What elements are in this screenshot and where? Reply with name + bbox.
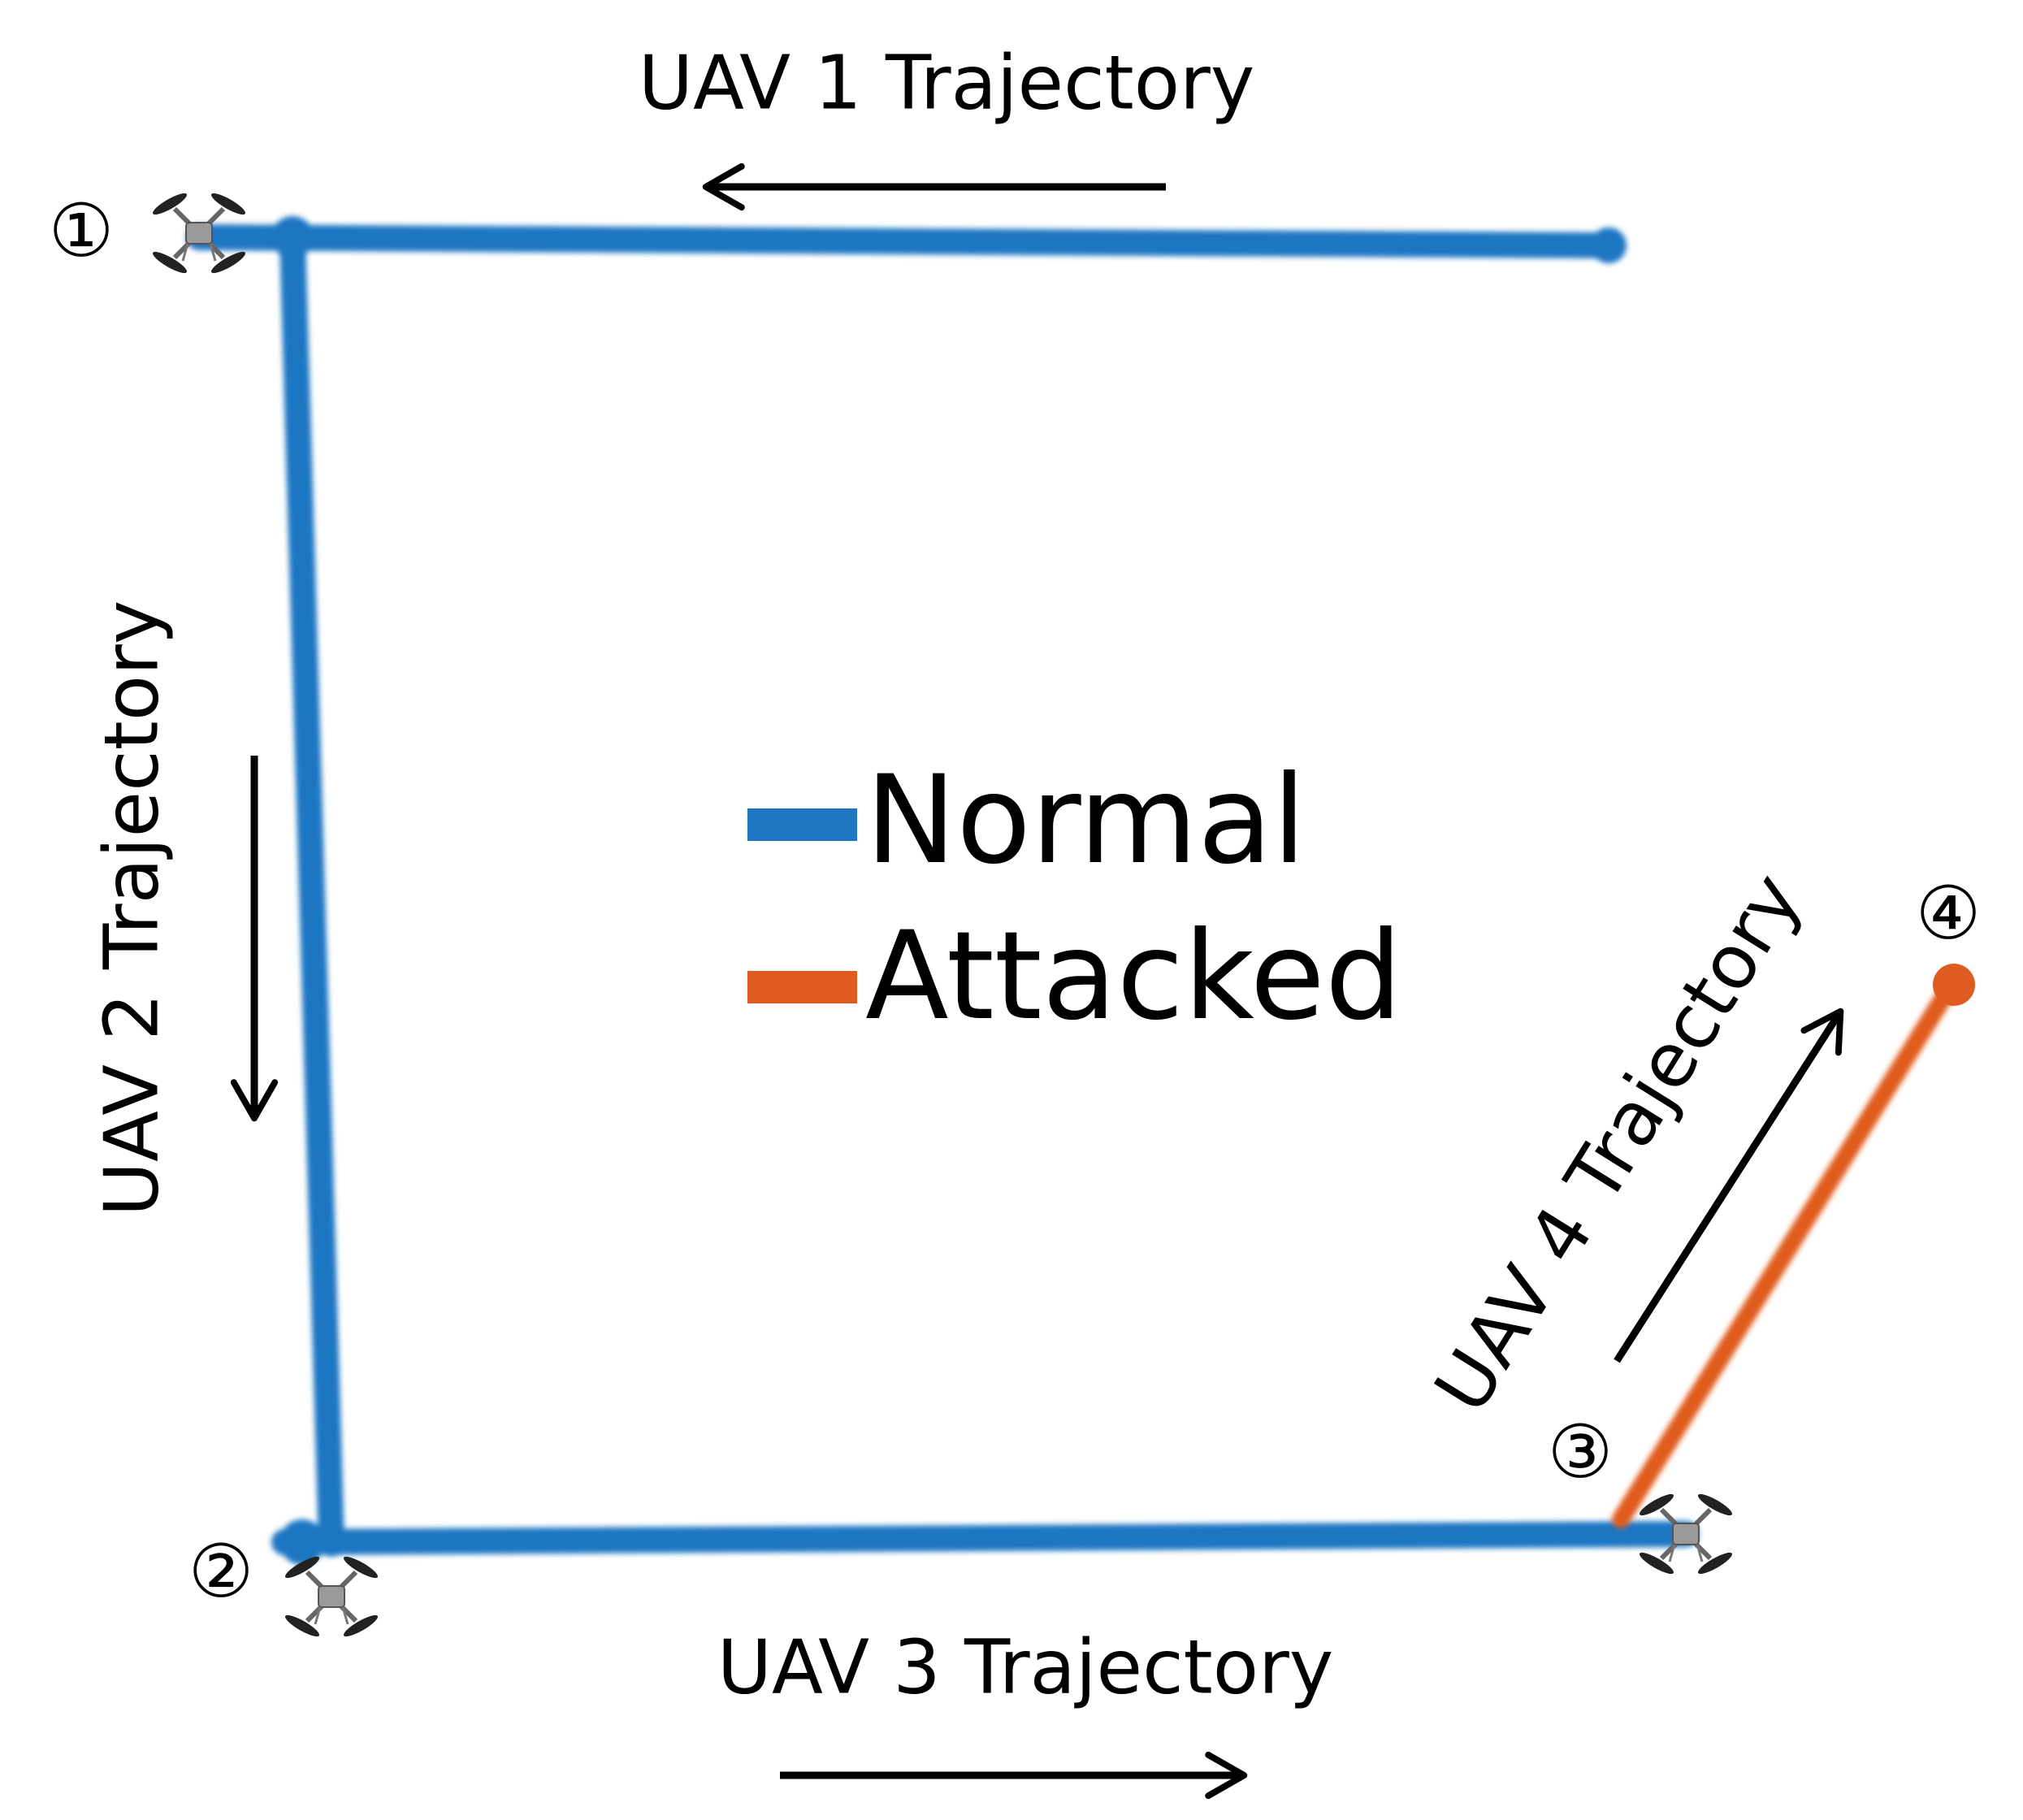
legend-normal-label: Normal	[865, 750, 1306, 891]
uav1-start-point	[1591, 228, 1627, 263]
waypoint-1-marker: ①	[49, 188, 115, 274]
waypoint-3-marker: ③	[1548, 1410, 1614, 1495]
uav3-trajectory-label: UAV 3 Trajectory	[717, 1623, 1334, 1710]
uav4-direction-arrow	[1614, 1008, 1844, 1363]
uav1-trajectory-line	[186, 224, 1622, 258]
waypoint-2-marker: ②	[188, 1529, 254, 1614]
legend: Normal Attacked	[747, 750, 1402, 1047]
uav3-trajectory-line	[271, 1521, 1699, 1555]
uav4-end-point	[1933, 964, 1975, 1006]
normal-trajectories	[186, 216, 1699, 1565]
quadcopter-icon	[283, 1554, 380, 1640]
attacked-trajectory	[1612, 978, 1959, 1528]
legend-normal-swatch	[747, 808, 857, 841]
corner-point-1	[271, 216, 314, 258]
uav4-trajectory-line	[1612, 978, 1959, 1528]
corner-point-2	[279, 1519, 325, 1565]
waypoint-4-marker: ④	[1916, 871, 1982, 956]
uav2-trajectory-line	[279, 227, 344, 1557]
legend-attacked-label: Attacked	[865, 906, 1402, 1047]
uav2-trajectory-label: UAV 2 Trajectory	[88, 600, 175, 1217]
uav1-trajectory-label: UAV 1 Trajectory	[639, 39, 1255, 126]
legend-attacked-swatch	[747, 971, 857, 1003]
